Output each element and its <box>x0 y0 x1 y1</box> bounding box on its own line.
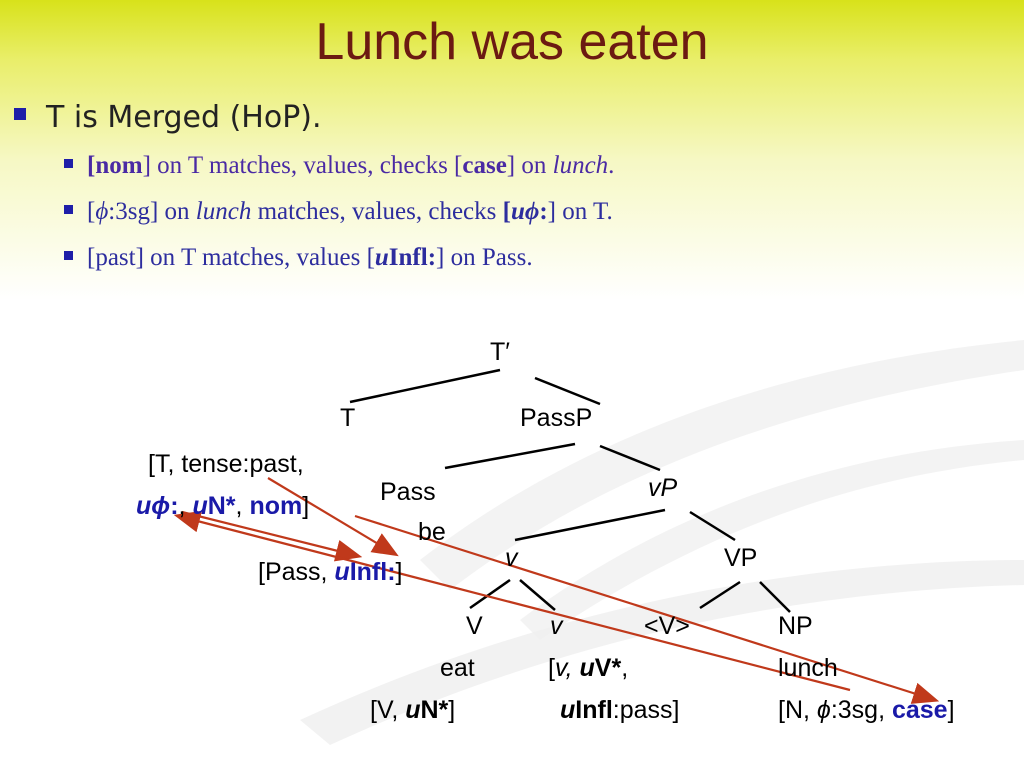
branch-vp-v <box>514 508 666 542</box>
arrow-phi-to-uphi <box>173 510 851 692</box>
branch-passp-pass <box>444 442 576 470</box>
t-features-line2: uϕ:, uN*, nom] <box>136 492 310 520</box>
node-v-small: v <box>505 544 518 572</box>
node-pass: Pass <box>380 478 436 506</box>
node-v2: v <box>550 612 563 640</box>
v2-features-line2: uInfl:pass] <box>560 696 680 724</box>
node-t: T <box>340 404 356 432</box>
bullet-sub-2: [ϕ:3sg] on lunch matches, values, checks… <box>64 198 613 226</box>
pass-features: [Pass, uInfl:] <box>258 558 403 586</box>
branch-vp-VP <box>689 510 736 542</box>
t-features-line1: [T, tense:past, <box>148 450 304 478</box>
bullet-square-icon <box>64 251 73 260</box>
branch-v-V <box>469 578 511 610</box>
arrow-nom-to-case <box>354 514 940 704</box>
V-features: [V, uN*] <box>370 696 456 724</box>
bullet-main: T is Merged (HoP). <box>14 100 322 135</box>
branch-v-v2 <box>519 579 556 611</box>
node-V: V <box>466 612 483 640</box>
bullet-square-icon <box>64 159 73 168</box>
branch-VP-NP <box>759 581 791 613</box>
node-VP: VP <box>724 544 758 572</box>
branch-tbar-t <box>349 368 501 404</box>
arrow-uphi-to-pass <box>181 510 363 562</box>
branch-VP-Vtrace <box>699 580 741 610</box>
node-NP: NP <box>778 612 813 640</box>
V-eat: eat <box>440 654 475 682</box>
node-vp-small: vP <box>648 474 678 502</box>
slide-title: Lunch was eaten <box>315 13 709 71</box>
node-v-trace: <V> <box>644 612 690 640</box>
pass-be: be <box>418 518 446 546</box>
branch-passp-vp <box>599 444 661 472</box>
node-tbar: T′ <box>490 338 510 366</box>
arrow-tense-to-infl <box>267 477 399 557</box>
NP-features: [N, ϕ:3sg, case] <box>778 696 955 724</box>
bullet-sub-3: [past] on T matches, values [uInfl:] on … <box>64 244 533 272</box>
NP-lunch: lunch <box>778 654 838 682</box>
bullet-square-icon <box>14 108 26 120</box>
node-passp: PassP <box>520 404 593 432</box>
bullet-sub-1: [nom] on T matches, values, checks [case… <box>64 152 614 180</box>
branch-tbar-passp <box>534 376 601 406</box>
v2-features-line1: [v, uV*, <box>548 654 629 682</box>
bullet-square-icon <box>64 205 73 214</box>
